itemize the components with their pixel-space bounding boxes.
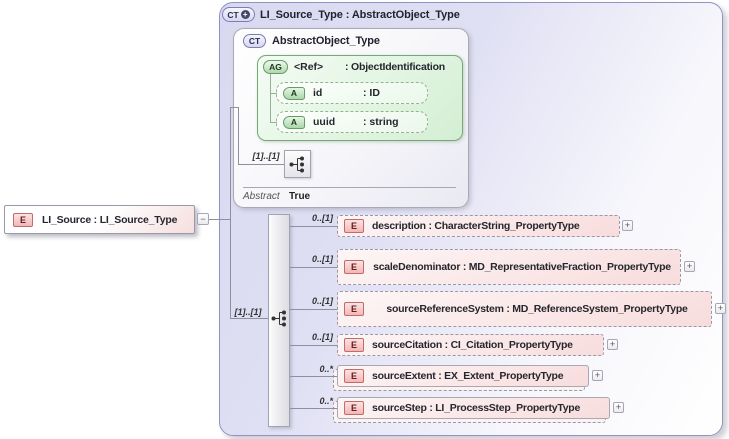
element-badge: E bbox=[344, 219, 364, 233]
element-box-scale-denominator[interactable]: E scaleDenominator : MD_RepresentativeFr… bbox=[337, 249, 681, 285]
connector-line bbox=[238, 107, 239, 165]
element-box-source-reference-system[interactable]: E sourceReferenceSystem : MD_ReferenceSy… bbox=[337, 291, 712, 327]
cardinality-label: 0..* bbox=[319, 364, 333, 374]
attribute-group-type: : ObjectIdentification bbox=[345, 61, 446, 73]
attribute-name: id bbox=[313, 87, 323, 99]
element-badge: E bbox=[13, 212, 33, 227]
connector-line bbox=[230, 107, 231, 319]
expand-button-source-citation[interactable]: + bbox=[607, 339, 618, 350]
attribute-group-badge: AG bbox=[263, 60, 288, 74]
base-type-title: AbstractObject_Type bbox=[272, 35, 380, 47]
connector-line bbox=[290, 345, 337, 346]
attribute-box-uuid[interactable]: A uuid : string bbox=[276, 111, 428, 133]
element-box-source-extent[interactable]: E sourceExtent : EX_Extent_PropertyType bbox=[337, 365, 589, 387]
connector-line bbox=[290, 226, 337, 227]
cardinality-label: 0..[1] bbox=[311, 254, 333, 264]
cardinality-label: 0..[1] bbox=[311, 332, 333, 342]
element-label: sourceExtent : EX_Extent_PropertyType bbox=[372, 370, 564, 382]
element-label: scaleDenominator : MD_RepresentativeFrac… bbox=[373, 261, 671, 273]
facet-value: True bbox=[289, 191, 311, 202]
connector-line bbox=[290, 309, 337, 310]
element-box-source-step[interactable]: E sourceStep : LI_ProcessStep_PropertyTy… bbox=[337, 397, 610, 419]
element-label: LI_Source : LI_Source_Type bbox=[42, 213, 178, 226]
element-box-li-source[interactable]: E LI_Source : LI_Source_Type bbox=[4, 205, 195, 234]
connector-line bbox=[290, 267, 337, 268]
expand-button-source-extent[interactable]: + bbox=[592, 370, 603, 381]
expand-button-description[interactable]: + bbox=[622, 220, 633, 231]
element-badge: E bbox=[344, 338, 364, 352]
cardinality-label: 0..[1] bbox=[311, 213, 333, 223]
attribute-box-id[interactable]: A id : ID bbox=[276, 82, 428, 104]
attribute-group-name: <Ref> bbox=[294, 61, 324, 73]
connector-line bbox=[230, 107, 239, 108]
connector-line bbox=[209, 219, 230, 220]
sequence-cardinality: [1]..[1] bbox=[252, 151, 280, 161]
element-box-source-citation[interactable]: E sourceCitation : CI_Citation_PropertyT… bbox=[337, 334, 604, 356]
element-label: sourceReferenceSystem : MD_ReferenceSyst… bbox=[386, 303, 688, 315]
expand-button-scale-denominator[interactable]: + bbox=[684, 261, 695, 272]
base-type-badge: CT bbox=[243, 34, 266, 48]
connector-line bbox=[290, 408, 337, 409]
connector-line bbox=[230, 318, 268, 319]
attribute-name: uuid bbox=[313, 116, 336, 128]
connector-line bbox=[270, 122, 277, 123]
base-type-badge-label: CT bbox=[248, 36, 261, 46]
sequence-icon bbox=[289, 156, 304, 172]
sequence-compositor[interactable] bbox=[284, 150, 311, 178]
attribute-badge: A bbox=[283, 86, 305, 100]
connector-line bbox=[270, 93, 277, 94]
element-label: sourceCitation : CI_Citation_PropertyTyp… bbox=[372, 339, 573, 351]
element-badge: E bbox=[344, 369, 364, 383]
element-box-description[interactable]: E description : CharacterString_Property… bbox=[337, 215, 620, 237]
connector-line bbox=[238, 164, 284, 165]
attribute-type: : ID bbox=[363, 87, 380, 99]
attribute-badge: A bbox=[283, 115, 305, 129]
element-label: sourceStep : LI_ProcessStep_PropertyType bbox=[372, 402, 581, 414]
element-badge: E bbox=[344, 401, 364, 415]
expand-button-source-reference-system[interactable]: + bbox=[715, 303, 726, 314]
sequence-icon[interactable] bbox=[271, 309, 288, 328]
complex-type-badge-label: CT bbox=[227, 9, 239, 20]
facet-name: Abstract bbox=[243, 191, 280, 202]
complex-type-badge: CT + bbox=[222, 7, 255, 22]
derived-type-icon: + bbox=[240, 10, 250, 19]
attribute-type: : string bbox=[363, 116, 399, 128]
connector-line bbox=[270, 74, 271, 123]
element-badge: E bbox=[344, 260, 364, 274]
cardinality-label: 0..[1] bbox=[311, 296, 333, 306]
expand-button-source-step[interactable]: + bbox=[613, 402, 624, 413]
element-label: description : CharacterString_PropertyTy… bbox=[372, 220, 580, 232]
connector-line bbox=[290, 376, 337, 377]
complex-type-title: LI_Source_Type : AbstractObject_Type bbox=[260, 9, 460, 21]
collapse-button[interactable]: − bbox=[197, 213, 209, 225]
cardinality-label: 0..* bbox=[319, 396, 333, 406]
element-badge: E bbox=[344, 302, 364, 316]
sequence-cardinality: [1]..[1] bbox=[234, 307, 262, 317]
facet-separator bbox=[243, 187, 456, 188]
